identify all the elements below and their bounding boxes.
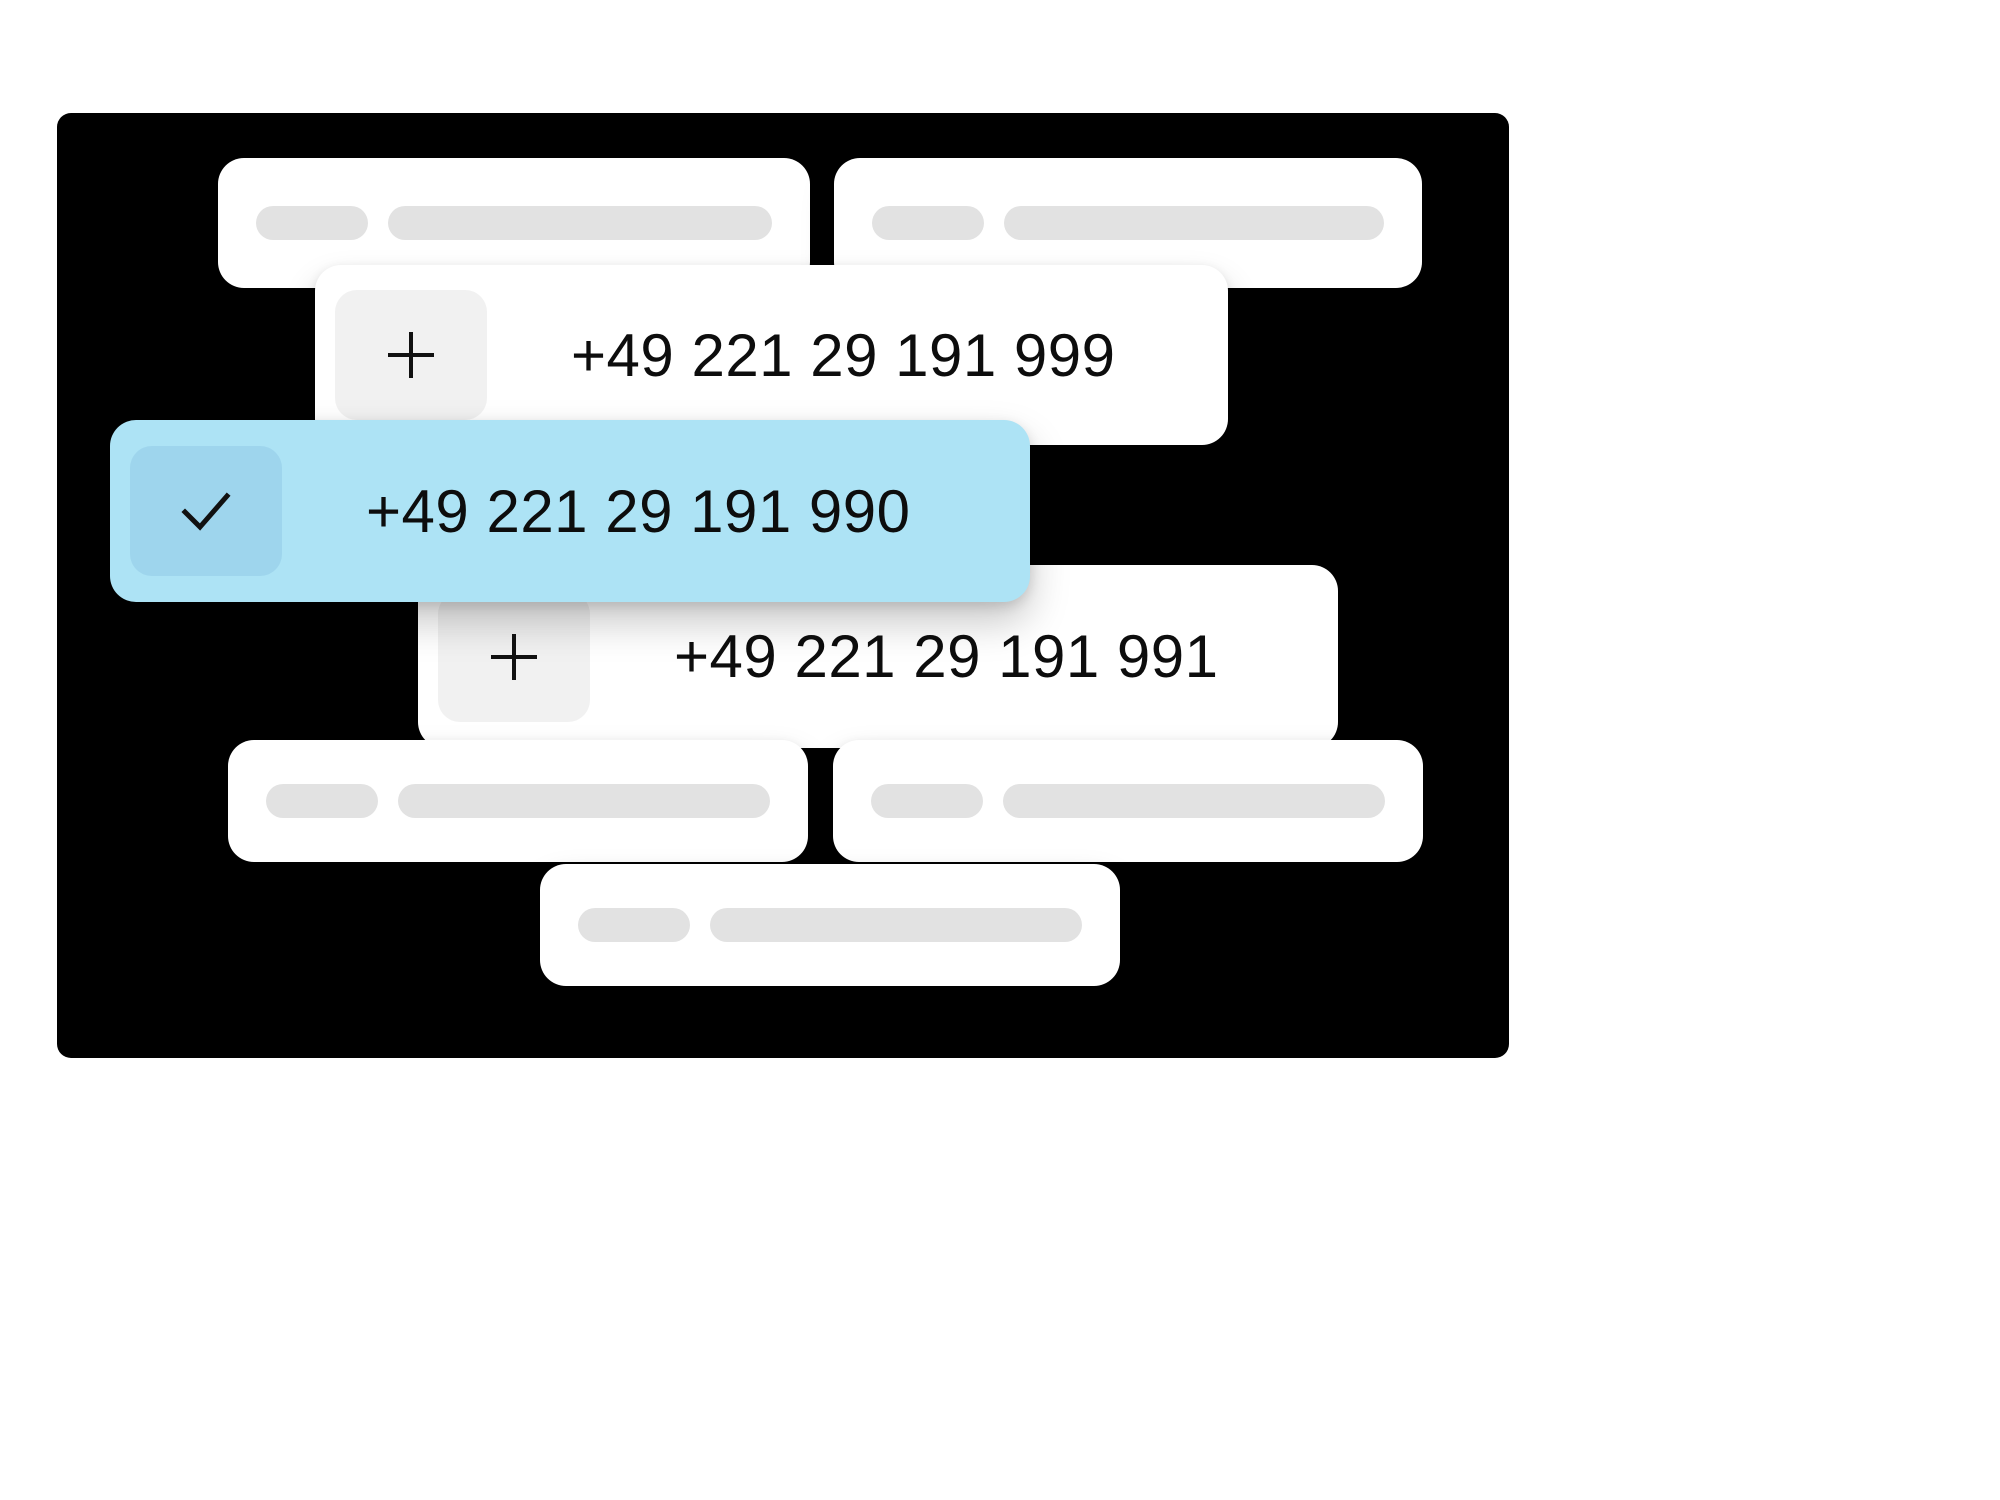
skeleton-bar-short xyxy=(872,206,984,240)
placeholder-card-bottom-right[interactable] xyxy=(833,740,1423,862)
phone-number-label: +49 221 29 191 999 xyxy=(571,321,1116,389)
skeleton-bar-short xyxy=(266,784,378,818)
phone-number-row-990-selected[interactable]: +49 221 29 191 990 xyxy=(110,420,1030,602)
skeleton-bar-long xyxy=(710,908,1082,942)
plus-icon[interactable] xyxy=(438,591,590,722)
skeleton-bar-short xyxy=(256,206,368,240)
skeleton-bar-short xyxy=(578,908,690,942)
skeleton-bar-long xyxy=(398,784,770,818)
skeleton-bar-long xyxy=(1003,784,1385,818)
placeholder-card-bottom-center[interactable] xyxy=(540,864,1120,986)
placeholder-card-bottom-left[interactable] xyxy=(228,740,808,862)
phone-number-label: +49 221 29 191 991 xyxy=(674,623,1219,690)
skeleton-bar-short xyxy=(871,784,983,818)
check-icon[interactable] xyxy=(130,446,282,576)
phone-number-label: +49 221 29 191 990 xyxy=(366,477,911,545)
skeleton-bar-long xyxy=(1004,206,1384,240)
phone-number-row-999[interactable]: +49 221 29 191 999 xyxy=(315,265,1228,445)
plus-icon[interactable] xyxy=(335,290,487,420)
skeleton-bar-long xyxy=(388,206,772,240)
